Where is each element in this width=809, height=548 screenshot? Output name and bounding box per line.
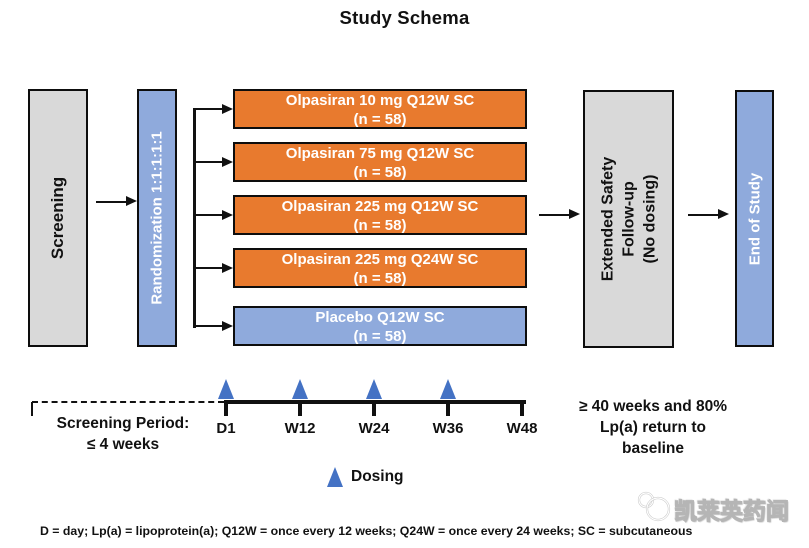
arm-name: Olpasiran 75 mg Q12W SC xyxy=(285,145,475,162)
branch-arrowhead xyxy=(222,209,233,220)
extended-safety-line2: Follow-up xyxy=(620,181,637,257)
arrow-followup-to-end xyxy=(688,213,718,216)
screening-label: Screening xyxy=(48,176,67,260)
arm-n: (n = 58) xyxy=(353,163,407,181)
timeline-tick xyxy=(372,400,376,416)
followup-note-line1: ≥ 40 weeks and 80% xyxy=(578,398,728,415)
branch-arrow-line xyxy=(193,324,222,328)
branch-arrow-line xyxy=(193,107,222,111)
arm-n: (n = 58) xyxy=(353,110,407,128)
watermark-logo-icon xyxy=(637,491,671,522)
timeline-tick xyxy=(520,400,524,416)
end-of-study-label: End of Study xyxy=(746,172,763,265)
branch-bracket-line xyxy=(193,108,196,328)
timeline-tick xyxy=(446,400,450,416)
extended-safety-box: Extended Safety Follow-up (No dosing) xyxy=(583,90,674,348)
timeline-tick-label: W12 xyxy=(284,420,316,437)
dosing-triangle-icon xyxy=(366,379,382,399)
followup-note-line3: baseline xyxy=(621,440,685,457)
arrowhead-arms-to-followup xyxy=(569,209,580,219)
dosing-triangle-icon xyxy=(292,379,308,399)
abbreviations-footnote: D = day; Lp(a) = lipoprotein(a); Q12W = … xyxy=(40,524,693,538)
arrowhead-screening-to-randomization xyxy=(126,196,137,206)
timeline-tick-label: D1 xyxy=(216,420,236,437)
dosing-triangle-icon xyxy=(327,467,343,487)
followup-duration-note: ≥ 40 weeks and 80% Lp(a) return to basel… xyxy=(553,396,753,459)
extended-safety-line3: (No dosing) xyxy=(641,174,658,264)
extended-safety-label: Extended Safety Follow-up (No dosing) xyxy=(597,157,660,281)
timeline-tick-label: W24 xyxy=(358,420,390,437)
timeline-tick-label: W48 xyxy=(506,420,538,437)
branch-arrowhead xyxy=(222,320,233,331)
branch-arrow-line xyxy=(193,266,222,270)
screening-period-line2: ≤ 4 weeks xyxy=(86,436,160,453)
arrow-arms-to-followup xyxy=(539,213,569,216)
dosing-triangle-icon xyxy=(440,379,456,399)
extended-safety-line1: Extended Safety xyxy=(599,156,616,282)
screening-box: Screening xyxy=(28,89,88,347)
page-title: Study Schema xyxy=(339,7,470,28)
screening-period-left-tick xyxy=(31,402,33,416)
screening-period-dashed-line xyxy=(32,401,224,403)
branch-arrowhead xyxy=(222,103,233,114)
arrow-screening-to-randomization xyxy=(96,200,126,203)
followup-note-line2: Lp(a) return to xyxy=(600,419,706,436)
arm-name: Placebo Q12W SC xyxy=(315,309,445,326)
watermark-text: 凯莱英药闻 xyxy=(674,498,790,525)
branch-arrow-line xyxy=(193,160,222,164)
branch-arrowhead xyxy=(222,156,233,167)
timeline-tick xyxy=(298,400,302,416)
arm-name: Olpasiran 225 mg Q12W SC xyxy=(281,198,479,215)
timeline-tick xyxy=(224,400,228,416)
arm-name: Olpasiran 225 mg Q24W SC xyxy=(281,251,479,268)
arm-n: (n = 58) xyxy=(353,269,407,287)
branch-arrowhead xyxy=(222,262,233,273)
arm-n: (n = 58) xyxy=(353,327,407,345)
treatment-arm-box: Olpasiran 10 mg Q12W SC (n = 58) xyxy=(233,89,527,129)
arrowhead-followup-to-end xyxy=(718,209,729,219)
treatment-arm-box: Olpasiran 225 mg Q12W SC (n = 58) xyxy=(233,195,527,235)
treatment-arm-box: Placebo Q12W SC (n = 58) xyxy=(233,306,527,346)
randomization-label: Randomization 1:1:1:1:1 xyxy=(148,131,166,305)
dosing-triangle-icon xyxy=(218,379,234,399)
randomization-box: Randomization 1:1:1:1:1 xyxy=(137,89,177,347)
arm-n: (n = 58) xyxy=(353,216,407,234)
screening-period-line1: Screening Period: xyxy=(56,415,190,432)
end-of-study-box: End of Study xyxy=(735,90,774,347)
arm-name: Olpasiran 10 mg Q12W SC xyxy=(285,92,475,109)
branch-arrow-line xyxy=(193,213,222,217)
treatment-arm-box: Olpasiran 225 mg Q24W SC (n = 58) xyxy=(233,248,527,288)
screening-period-note: Screening Period: ≤ 4 weeks xyxy=(33,413,213,455)
dosing-legend-label: Dosing xyxy=(351,468,404,485)
treatment-arm-box: Olpasiran 75 mg Q12W SC (n = 58) xyxy=(233,142,527,182)
timeline-tick-label: W36 xyxy=(432,420,464,437)
